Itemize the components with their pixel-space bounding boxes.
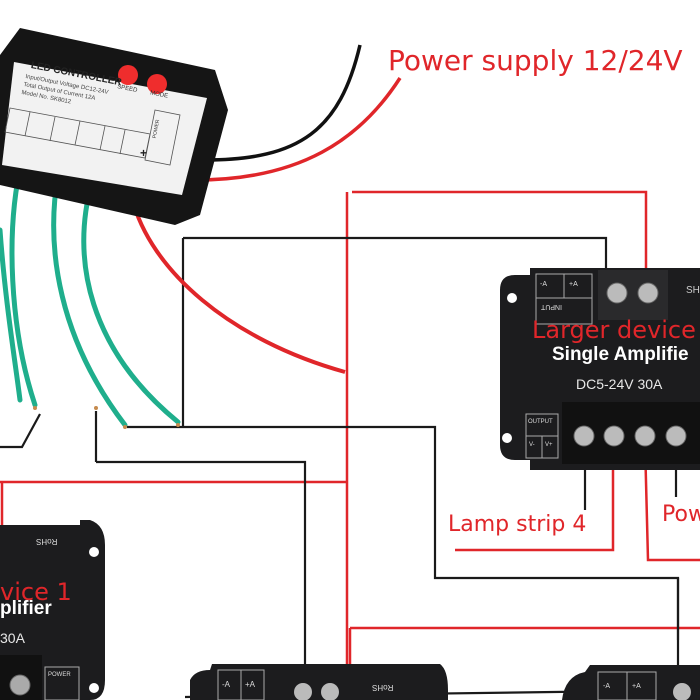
amp-left-name: plifier bbox=[0, 598, 52, 619]
amp-right-name: Single Amplifie bbox=[552, 344, 689, 365]
amp-right-output-pos: V+ bbox=[545, 442, 553, 448]
black-wire-left-arrow bbox=[0, 413, 41, 449]
amp-right-output-neg: V- bbox=[529, 442, 535, 448]
power-red-lead bbox=[194, 77, 402, 182]
label-device-1: vice 1 bbox=[0, 578, 72, 606]
controller-red-output-wire bbox=[130, 197, 346, 374]
black-wire-lower bbox=[94, 411, 307, 700]
red-wire-lamp-strip-4 bbox=[455, 442, 615, 552]
green-wire-4 bbox=[0, 227, 23, 403]
label-larger-device: Larger device bbox=[532, 316, 696, 344]
controller-plus: + bbox=[140, 146, 148, 160]
amp-bottom-center-rohs: RoHS bbox=[372, 683, 394, 692]
mode-button[interactable] bbox=[147, 74, 167, 94]
amp-right-rating: DC5-24V 30A bbox=[576, 376, 663, 392]
amp-right-input-label: INPUT bbox=[541, 303, 562, 310]
amp-bottom-right-input-neg: -A bbox=[603, 683, 610, 690]
label-power-partial: Pow bbox=[662, 502, 700, 527]
amp-left-power-label: POWER bbox=[48, 672, 71, 678]
red-wire-power-right bbox=[643, 441, 700, 562]
output-screw-2 bbox=[603, 425, 625, 447]
amplifier-bottom-center bbox=[190, 664, 448, 700]
amp-right-input-neg: -A bbox=[540, 281, 547, 288]
output-screw-4 bbox=[665, 425, 687, 447]
green-wire-3 bbox=[81, 179, 181, 425]
amplifier-left bbox=[0, 520, 105, 700]
input-screw-2 bbox=[637, 282, 659, 304]
output-screw-1 bbox=[573, 425, 595, 447]
amp-left-rating: 30A bbox=[0, 630, 25, 646]
label-lamp-strip-4: Lamp strip 4 bbox=[448, 512, 587, 537]
amp-right-output-label: OUTPUT bbox=[528, 419, 553, 425]
red-wire-top-loop bbox=[345, 190, 648, 700]
output-screw-3 bbox=[634, 425, 656, 447]
amplifier-bottom-right bbox=[562, 665, 700, 700]
amplifier-right bbox=[500, 268, 700, 470]
power-black-lead bbox=[204, 44, 362, 162]
speed-button[interactable] bbox=[118, 65, 138, 85]
led-controller bbox=[0, 28, 228, 225]
label-power-supply: Power supply 12/24V bbox=[388, 44, 683, 77]
amp-left-rohs: RoHS bbox=[36, 537, 58, 546]
amp-right-partial-text: SH bbox=[686, 285, 700, 296]
amp-bottom-center-input-neg: -A bbox=[222, 680, 230, 689]
amp-bottom-right-input-pos: +A bbox=[632, 683, 641, 690]
amp-bottom-center-input-pos: +A bbox=[245, 680, 256, 689]
input-screw-1 bbox=[606, 282, 628, 304]
amp-right-input-pos: +A bbox=[569, 281, 578, 288]
green-wire-2 bbox=[51, 172, 128, 428]
